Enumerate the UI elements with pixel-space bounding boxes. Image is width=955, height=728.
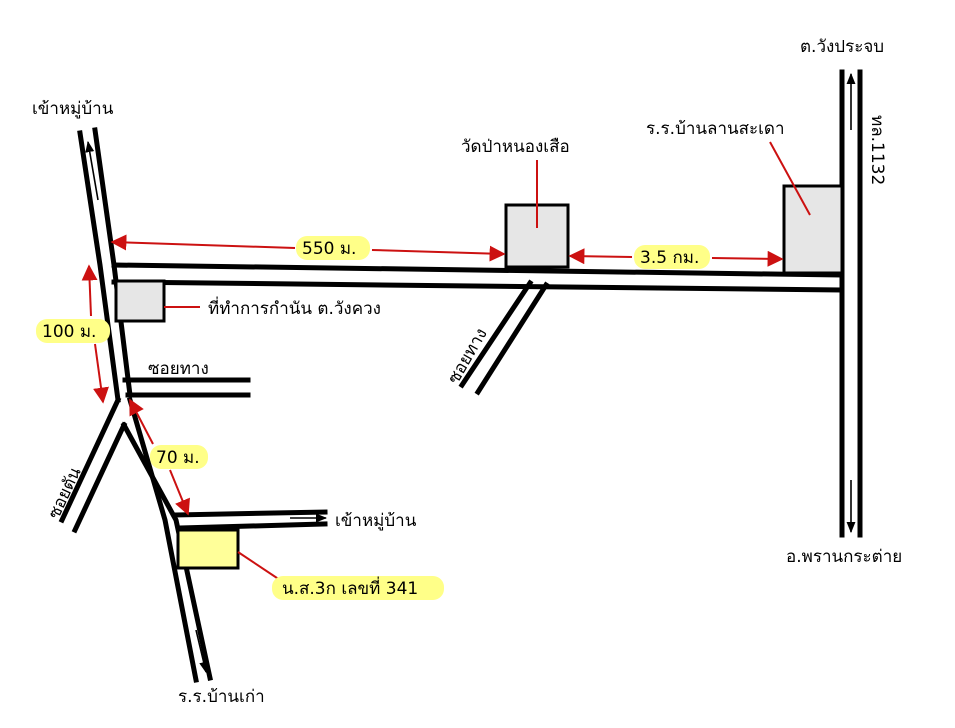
highlight-550 bbox=[296, 236, 370, 260]
label-highway: ทล.1132 bbox=[867, 115, 887, 185]
label-phran-kratai: อ.พรานกระต่าย bbox=[786, 547, 902, 567]
measure-70-line-top bbox=[129, 398, 154, 445]
road-main-bottom-edge bbox=[111, 279, 843, 293]
land-plot-341 bbox=[176, 528, 240, 570]
road-left-main-outer bbox=[77, 130, 121, 403]
road-main-top-edge bbox=[111, 262, 843, 278]
measure-550-line-right bbox=[371, 245, 506, 262]
measurements bbox=[81, 234, 784, 516]
measure-100-line-bottom bbox=[93, 343, 109, 404]
label-soi-dead-end: ซอยตัน bbox=[44, 464, 85, 522]
label-to-village-top: เข้าหมู่บ้าน bbox=[32, 99, 114, 119]
road-lower-branch-top bbox=[173, 509, 328, 518]
label-wat: วัดป่าหนองเสือ bbox=[461, 137, 570, 157]
label-kamnan-office: ที่ทำการกำนัน ต.วังควง bbox=[208, 296, 381, 319]
distance-highlights bbox=[36, 236, 710, 600]
highlight-70 bbox=[150, 445, 208, 469]
road-lower-right bbox=[120, 421, 213, 681]
label-soi-left: ซอยทาง bbox=[148, 359, 209, 379]
roads bbox=[58, 69, 863, 683]
label-land-plot: น.ส.3ก เลขที่ 341 bbox=[282, 576, 418, 599]
label-school-lansadao: ร.ร.บ้านลานสะเดา bbox=[646, 119, 785, 139]
building-kamnan-office bbox=[114, 279, 166, 323]
labels: เข้าหมู่บ้าน วัดป่าหนองเสือ ร.ร.บ้านลานส… bbox=[32, 37, 902, 707]
measure-70-line-bottom bbox=[169, 469, 190, 516]
road-soi-diagonal-right bbox=[474, 281, 550, 396]
road-soi-diagonal-left bbox=[458, 279, 534, 389]
road-dead-end-inner bbox=[71, 421, 128, 534]
label-distance-35: 3.5 กม. bbox=[640, 248, 699, 268]
highlight-plot bbox=[272, 576, 444, 600]
measure-100-line-top bbox=[81, 264, 98, 317]
measure-35-line-left bbox=[568, 248, 633, 265]
label-to-village-bottom: เข้าหมู่บ้าน bbox=[335, 511, 417, 531]
pointer-lines bbox=[164, 141, 811, 581]
direction-arrows bbox=[85, 72, 856, 674]
label-school-old: ร.ร.บ้านเก่า bbox=[178, 687, 265, 707]
arrow-icon bbox=[85, 140, 99, 201]
label-distance-550: 550 ม. bbox=[302, 239, 356, 259]
pointer-school-lansadao bbox=[769, 141, 811, 216]
measure-35-line-right bbox=[711, 250, 784, 267]
building-school-lansadao bbox=[782, 184, 844, 275]
label-distance-100: 100 ม. bbox=[42, 322, 96, 342]
label-wangprachap: ต.วังประจบ bbox=[800, 37, 884, 57]
pointer-plot bbox=[237, 551, 281, 581]
arrow-icon bbox=[195, 629, 209, 674]
road-dead-end-outer bbox=[58, 396, 122, 524]
road-lower-left bbox=[126, 396, 199, 683]
highlight-35 bbox=[634, 245, 710, 269]
label-distance-70: 70 ม. bbox=[156, 448, 200, 468]
road-lower-branch-bottom bbox=[177, 521, 328, 531]
measure-550-line-left bbox=[110, 234, 296, 251]
highlight-100 bbox=[36, 319, 110, 343]
